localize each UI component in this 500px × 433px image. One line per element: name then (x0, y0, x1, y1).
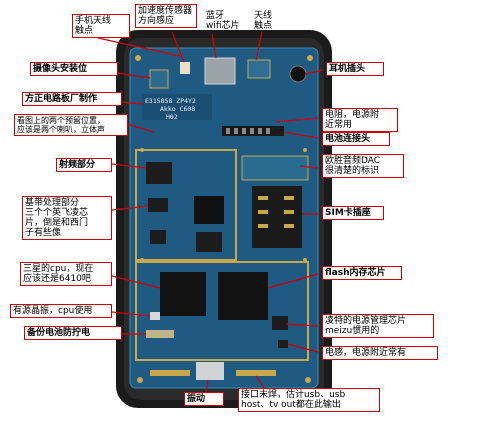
samsung-cpu (160, 272, 206, 316)
label-vibration: 振动 (184, 392, 224, 406)
backup-battery (146, 330, 174, 338)
label-antenna-contact2: 天线 触点 (254, 11, 273, 31)
label-backup-battery: 备份电池防拧电 (24, 326, 122, 340)
power-chip (272, 316, 288, 330)
label-accel-sensor: 加速度传感器 方向感应 (135, 4, 197, 28)
flash-chip (218, 272, 268, 320)
board-code-line2: Akko C608 (160, 105, 195, 113)
headphone-jack (289, 65, 307, 83)
label-sim-slot: SIM卡插座 (322, 206, 384, 220)
bluetooth-wifi-chip (204, 57, 236, 85)
label-wolfson-dac: 欧胜音频DAC 很清楚的标识 (322, 154, 404, 178)
crystal (150, 312, 160, 320)
label-rf-section: 射频部分 (56, 158, 112, 172)
label-samsung-cpu: 三星的cpu，现在 应该还是6410吧 (20, 262, 112, 286)
sim-slot (252, 186, 302, 248)
baseband-chip (194, 196, 224, 224)
label-inductor: 电感，电源附近常有 (322, 346, 438, 360)
label-bluetooth-wifi: 蓝牙 wifi芯片 (206, 11, 240, 31)
accelerometer-chip (180, 62, 190, 74)
label-crystal: 有源晶振，cpu使用 (10, 304, 112, 318)
dock-port (236, 370, 276, 376)
label-two-positions: 看图上的两个预留位置， 应该是两个喇叭，立体声 (14, 114, 128, 136)
board-code-line3: H02 (166, 113, 178, 121)
vibration-motor (196, 362, 224, 380)
label-flash-chip: flash内存芯片 (322, 266, 402, 280)
label-headphone-jack: 耳机插头 (326, 62, 384, 76)
label-camera-mount: 摄像头安装位 (30, 62, 118, 76)
label-resistor: 电阻，电源附 近常用 (322, 108, 398, 132)
inductor (278, 340, 288, 348)
rf-baseband-area (135, 149, 237, 261)
label-baseband: 基带处理部分 三个个英飞凌芯 片，倒是和西门 子有些像 (22, 196, 112, 240)
label-power-chip: 凌特的电源管理芯片 meizu惯用的 (322, 314, 434, 338)
label-fangzheng: 方正电路板厂制作 (22, 92, 122, 106)
board-code-line1: E315858 ZP4Y2 (145, 97, 196, 105)
label-battery-connector: 电池连接头 (322, 132, 390, 146)
label-antenna-contact: 手机天线 触点 (72, 14, 130, 38)
label-dock-port: 接口未焊，估计usb、usb host、tv out都在此输出 (238, 388, 380, 412)
